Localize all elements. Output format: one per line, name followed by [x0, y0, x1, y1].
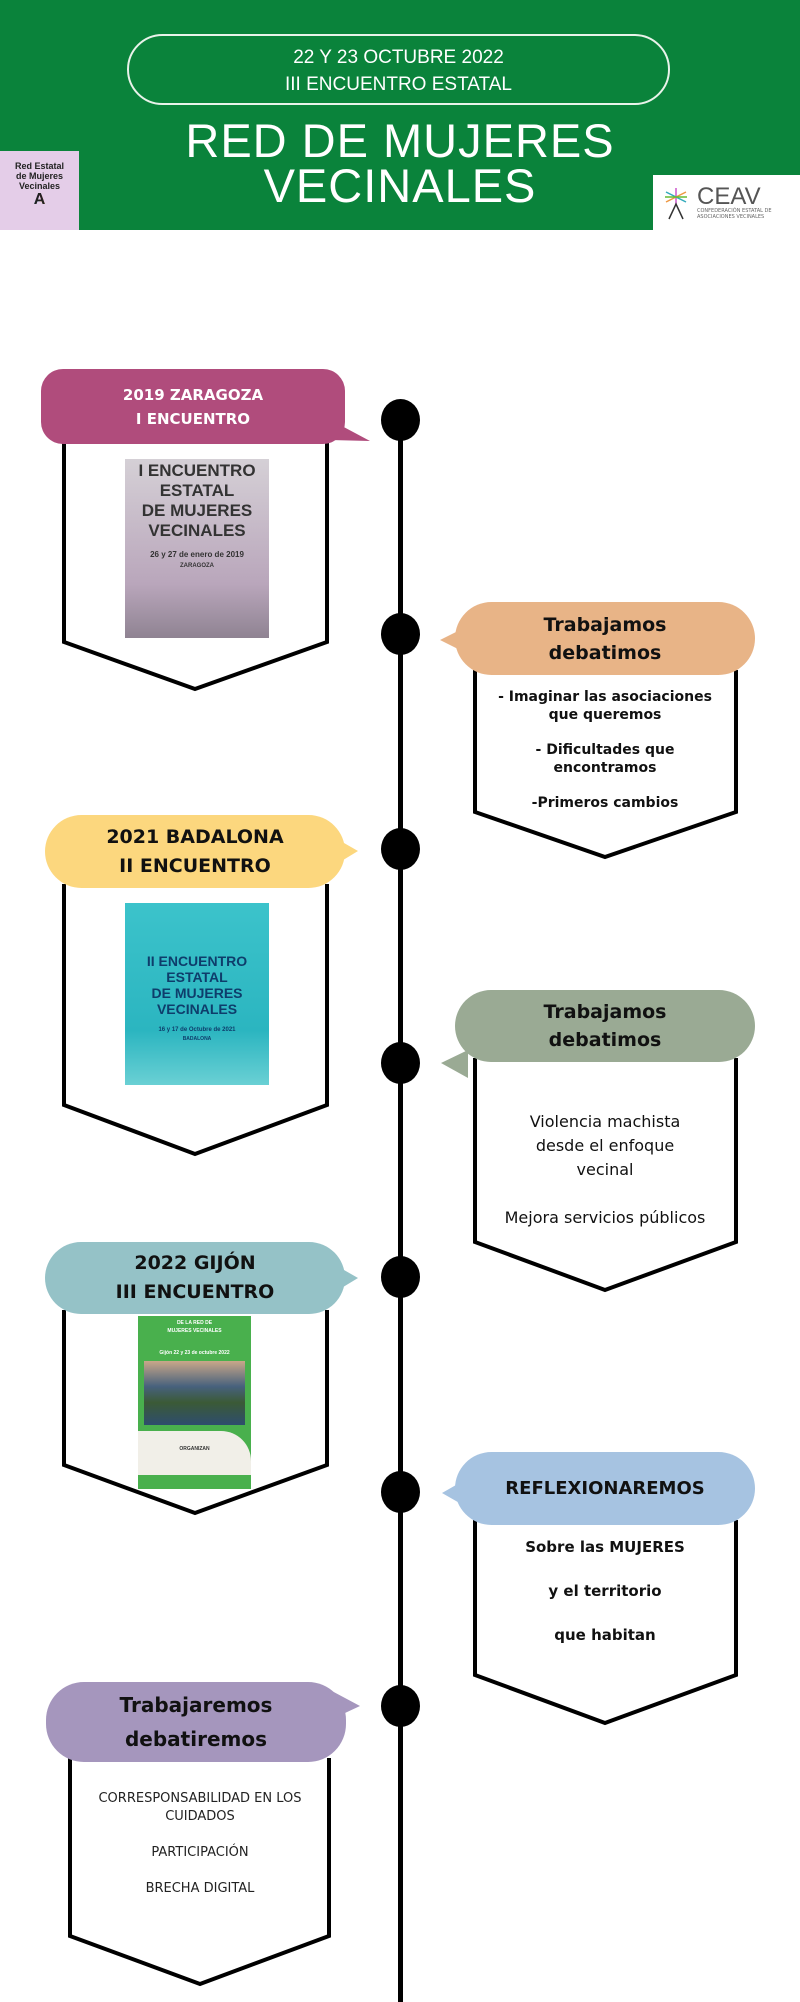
topic-item: Violencia machista desde el enfoque veci…	[529, 1112, 681, 1179]
red-estatal-logo: Red Estatal de Mujeres Vecinales A	[0, 151, 79, 230]
poster-text: DE MUJERES	[151, 985, 243, 1001]
topic-list: CORRESPONSABILIDAD EN LOS CUIDADOS PARTI…	[80, 1790, 320, 1898]
ceav-logo: CEAV CONFEDERACIÓN ESTATAL DE ASOCIACION…	[653, 175, 800, 230]
topic-list: - Imaginar las asociaciones que queremos…	[490, 688, 720, 812]
timeline-dot	[381, 1256, 420, 1298]
topic-item: BRECHA DIGITAL	[145, 1881, 255, 1896]
header-line: Trabajaremos	[119, 1693, 273, 1717]
header-line: Trabajamos	[543, 1001, 667, 1023]
topic-item: Mejora servicios públicos	[504, 1208, 706, 1227]
poster-text: VECINALES	[156, 1001, 238, 1017]
topic-item: - Dificultades que encontramos	[535, 742, 675, 776]
timeline-header-trabajaremos: Trabajaremos debatiremos	[46, 1682, 346, 1762]
event-date-pill: 22 Y 23 OCTUBRE 2022 III ENCUENTRO ESTAT…	[127, 34, 670, 105]
title-line-1: RED DE MUJERES	[185, 114, 615, 167]
poster-text: ZARAGOZA	[180, 563, 214, 569]
topic-item: - Imaginar las asociaciones que queremos	[498, 689, 712, 723]
timeline-header-trabajamos-2: Trabajamos debatimos	[455, 990, 755, 1062]
timeline-dot	[381, 399, 420, 441]
poster-text: I ENCUENTRO	[138, 461, 256, 480]
timeline-dot	[381, 613, 420, 655]
header-line: debatimos	[548, 641, 662, 664]
page-title: RED DE MUJERES VECINALES	[100, 114, 700, 212]
timeline-axis	[398, 402, 403, 2002]
topic-item: -Primeros cambios	[531, 795, 679, 811]
logo-text: de Mujeres	[15, 171, 64, 181]
poster-text: DE LA RED DE	[176, 1320, 213, 1326]
header-line: REFLEXIONAREMOS	[505, 1478, 705, 1499]
pennant-2	[473, 670, 738, 860]
pennant-4	[473, 1058, 738, 1293]
poster-2022: DE LA RED DE MUJERES VECINALES Gijón 22 …	[138, 1316, 251, 1489]
header-line: 2019 ZARAGOZA	[122, 385, 264, 404]
topic-list: Sobre las MUJERES y el territorio que ha…	[480, 1537, 730, 1645]
timeline-header-2021: 2021 BADALONA II ENCUENTRO	[45, 815, 345, 888]
bubble-tail	[441, 1050, 468, 1078]
poster-text: ESTATAL	[159, 481, 235, 500]
poster-text: 26 y 27 de enero de 2019	[150, 550, 244, 559]
title-line-2: VECINALES	[263, 159, 537, 212]
header-line: debatimos	[548, 1029, 662, 1051]
header-line: I ENCUENTRO	[135, 409, 251, 428]
event-date: 22 Y 23 OCTUBRE 2022	[293, 47, 504, 68]
poster-text: ESTATAL	[166, 969, 228, 985]
topic-item: que habitan	[554, 1626, 656, 1644]
header-line: Trabajamos	[543, 613, 667, 636]
poster-text: BADALONA	[182, 1036, 212, 1042]
logo-text: Vecinales	[18, 181, 61, 191]
timeline-dot	[381, 1471, 420, 1513]
header-line: II ENCUENTRO	[119, 854, 271, 877]
header-line: 2021 BADALONA	[106, 825, 284, 848]
poster-text: Gijón 22 y 23 de octubre 2022	[159, 1350, 230, 1356]
timeline-header-trabajamos: Trabajamos debatimos	[455, 602, 755, 675]
ceav-name: CEAV	[697, 182, 761, 210]
header-line: debatiremos	[124, 1727, 268, 1751]
timeline-dot	[381, 1685, 420, 1727]
ceav-subtitle: CONFEDERACIÓN ESTATAL DE ASOCIACIONES VE…	[697, 207, 772, 220]
header-line: 2022 GIJÓN	[134, 1252, 256, 1274]
event-name: III ENCUENTRO ESTATAL	[285, 74, 512, 95]
topic-list: Violencia machista desde el enfoque veci…	[480, 1110, 730, 1230]
poster-text: ORGANIZAN	[138, 1431, 251, 1475]
pennant-7	[68, 1758, 331, 1987]
poster-text: VECINALES	[148, 521, 246, 540]
timeline-header-2019: 2019 ZARAGOZA I ENCUENTRO	[41, 369, 345, 444]
poster-2019: I ENCUENTRO ESTATAL DE MUJERES VECINALES…	[125, 459, 269, 638]
header-line: III ENCUENTRO	[115, 1281, 275, 1303]
pennant-3	[62, 884, 329, 1157]
topic-item: y el territorio	[548, 1582, 662, 1600]
pennant-6	[473, 1520, 738, 1726]
timeline-header-reflexionaremos: REFLEXIONAREMOS	[455, 1452, 755, 1525]
logo-text: Red Estatal	[14, 161, 65, 171]
poster-photo	[144, 1361, 245, 1425]
poster-text: MUJERES VECINALES	[167, 1328, 222, 1334]
pennant-5	[62, 1310, 329, 1516]
topic-item: PARTICIPACIÓN	[151, 1845, 249, 1860]
poster-2021: II ENCUENTRO ESTATAL DE MUJERES VECINALE…	[125, 903, 269, 1085]
poster-text: II ENCUENTRO	[146, 953, 248, 969]
logo-a-icon: A	[0, 192, 79, 208]
pennant-1	[62, 440, 329, 692]
topic-item: CORRESPONSABILIDAD EN LOS CUIDADOS	[98, 1791, 302, 1824]
timeline-dot	[381, 828, 420, 870]
poster-text: DE MUJERES	[141, 501, 253, 520]
timeline-dot	[381, 1042, 420, 1084]
timeline-header-2022: 2022 GIJÓN III ENCUENTRO	[45, 1242, 345, 1314]
ceav-star-icon	[665, 187, 687, 219]
poster-text: 16 y 17 de Octubre de 2021	[158, 1027, 236, 1033]
topic-item: Sobre las MUJERES	[525, 1538, 685, 1556]
